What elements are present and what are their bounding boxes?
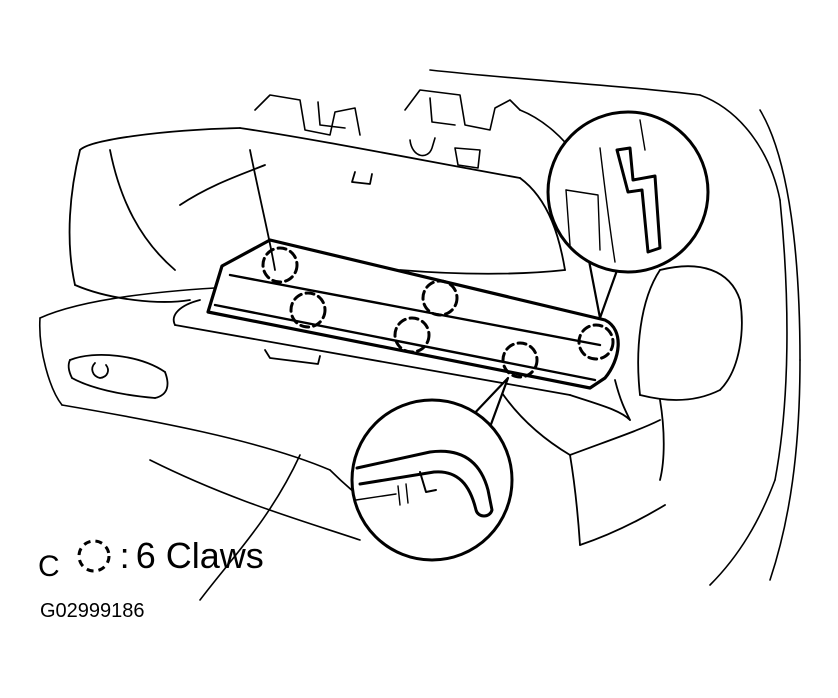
claw-6 <box>577 323 615 361</box>
console-bin <box>68 127 566 303</box>
figure-code: G02999186 <box>40 600 145 622</box>
legend: C : 6 Claws <box>38 524 264 588</box>
seat-brackets <box>254 89 576 169</box>
legend-colon: : <box>119 535 130 576</box>
claw-3 <box>421 279 459 317</box>
claw-5 <box>501 341 539 379</box>
claw-1 <box>261 246 299 284</box>
claw-detail-callout-lower <box>350 376 514 562</box>
claw-detail-callout-upper <box>546 110 710 320</box>
claw-markers <box>261 246 615 379</box>
view-letter: C <box>38 550 60 583</box>
vehicle-body-outline <box>39 69 801 601</box>
claw-4 <box>393 316 431 354</box>
claw-2 <box>289 291 327 329</box>
trim-panel <box>206 238 620 390</box>
claw-symbol-icon <box>77 539 111 573</box>
seat-cushion <box>614 265 743 481</box>
legend-text: 6 Claws <box>135 535 264 576</box>
